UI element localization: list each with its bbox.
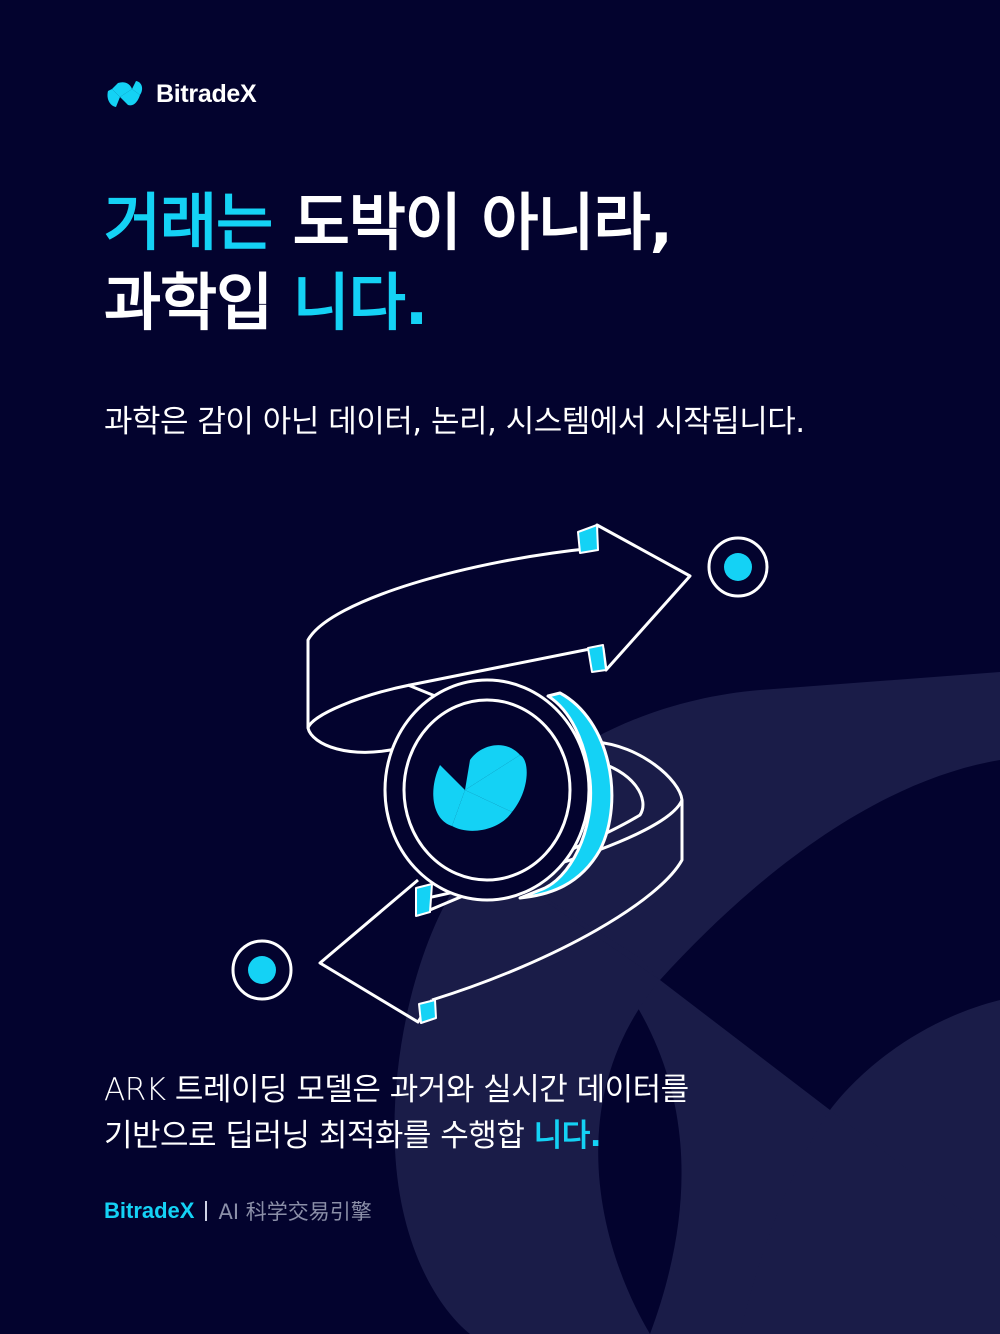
- body-text: ARK 트레이딩 모델은 과거와 실시간 데이터를 기반으로 딥러닝 최적화를 …: [104, 1067, 689, 1159]
- coin-with-logo: [383, 678, 614, 902]
- footer-tagline: AI 科学交易引擎: [218, 1200, 372, 1224]
- footer-divider: [205, 1201, 208, 1221]
- headline-accent-2: 니다.: [292, 266, 429, 339]
- arrow-right-ribbon: [306, 523, 692, 754]
- brand-logo[interactable]: BitradeX: [104, 79, 257, 109]
- headline-line-1: 거래는 도박이 아니라,: [104, 183, 673, 263]
- body-text-1: 트레이딩 모델은 과거와 실시간 데이터를: [165, 1072, 689, 1108]
- headline-accent-1: 거래는: [104, 186, 273, 259]
- bitradex-logo-icon: [107, 81, 143, 107]
- target-dot-top-right: [707, 536, 769, 598]
- headline-text-2: 과학입: [104, 266, 293, 339]
- headline-text-1: 도박이 아니라,: [272, 186, 673, 259]
- target-dot-bottom-left: [231, 939, 293, 1001]
- headline: 거래는 도박이 아니라, 과학입 니다.: [104, 183, 673, 343]
- body-accent: 니다.: [533, 1118, 602, 1154]
- headline-line-2: 과학입 니다.: [104, 263, 672, 343]
- footer: BitradeX AI 科学交易引擎: [104, 1196, 372, 1226]
- footer-brand[interactable]: BitradeX: [104, 1198, 195, 1223]
- body-line-1: ARK 트레이딩 모델은 과거와 실시간 데이터를: [104, 1067, 689, 1113]
- subtitle: 과학은 감이 아닌 데이터, 논리, 시스템에서 시작됩니다.: [104, 404, 805, 440]
- body-line-2: 기반으로 딥러닝 최적화를 수행합 니다.: [104, 1113, 689, 1159]
- model-name: ARK: [104, 1072, 166, 1108]
- body-text-2: 기반으로 딥러닝 최적화를 수행합: [104, 1118, 534, 1154]
- coin-logo-icon: [433, 745, 527, 831]
- brand-name: BitradeX: [156, 79, 257, 108]
